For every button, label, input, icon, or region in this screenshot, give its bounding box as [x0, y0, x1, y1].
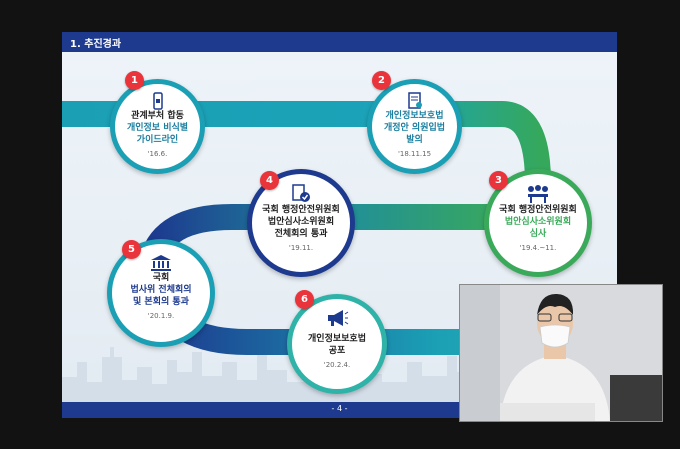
meeting-people-icon — [528, 185, 548, 203]
slide-header: 1. 추진경과 — [62, 32, 617, 52]
step-2-date: '18.11.15 — [397, 150, 432, 158]
phone-lock-icon — [152, 92, 163, 110]
megaphone-icon — [328, 310, 349, 326]
step-1-line2: 개인정보 비식별 — [126, 123, 189, 133]
step-node-1: 관계부처 합동 개인정보 비식별 가이드라인 '16.6. — [110, 79, 205, 174]
step-4-line3: 전체회의 통과 — [274, 229, 328, 239]
step-3-line2: 법안심사소위원회 — [504, 217, 572, 227]
step-6-date: '20.2.4. — [323, 361, 351, 369]
step-6-line2: 공포 — [328, 346, 346, 356]
step-badge-5: 5 — [122, 240, 141, 259]
presentation-slide: 1. 추진경과 — [62, 32, 617, 418]
step-5-line3: 및 본회의 통과 — [133, 297, 189, 307]
step-1-line1: 관계부처 합동 — [131, 111, 184, 121]
page-number: - 4 - — [331, 404, 348, 413]
step-3-line3: 심사 — [529, 229, 547, 239]
step-node-6: 개인정보보호법 공포 '20.2.4. — [287, 294, 387, 394]
step-badge-6: 6 — [295, 290, 314, 309]
step-5-line1: 국회 — [152, 273, 170, 283]
courthouse-icon — [151, 255, 171, 271]
step-1-line3: 가이드라인 — [136, 135, 179, 145]
step-5-date: '20.1.9. — [147, 312, 175, 320]
step-4-line1: 국회 행정안전위원회 — [262, 205, 340, 215]
step-5-line2: 법사위 전체회의 — [130, 285, 192, 295]
step-3-line1: 국회 행정안전위원회 — [499, 205, 577, 215]
step-1-date: '16.6. — [147, 150, 168, 158]
step-badge-2: 2 — [372, 71, 391, 90]
step-4-line2: 법안심사소위원회 — [267, 217, 335, 227]
step-4-date: '19.11. — [288, 244, 314, 252]
step-6-line1: 개인정보보호법 — [308, 334, 366, 344]
path-segment-top — [62, 101, 553, 202]
step-2-line3: 발의 — [406, 135, 423, 145]
presenter-figure — [460, 285, 662, 421]
step-badge-1: 1 — [125, 71, 144, 90]
step-3-date: '19.4.~11. — [519, 244, 557, 252]
step-2-line1: 개인정보보호법 — [385, 111, 444, 121]
step-badge-3: 3 — [489, 171, 508, 190]
slide-title: 1. 추진경과 — [70, 39, 122, 50]
document-check-icon — [407, 92, 422, 109]
step-2-line2: 개정안 의원입법 — [383, 123, 446, 133]
step-node-2: 개인정보보호법 개정안 의원입법 발의 '18.11.15 — [367, 79, 462, 174]
document-approve-icon — [292, 184, 310, 202]
presenter-webcam-video — [459, 284, 663, 422]
step-badge-4: 4 — [260, 171, 279, 190]
